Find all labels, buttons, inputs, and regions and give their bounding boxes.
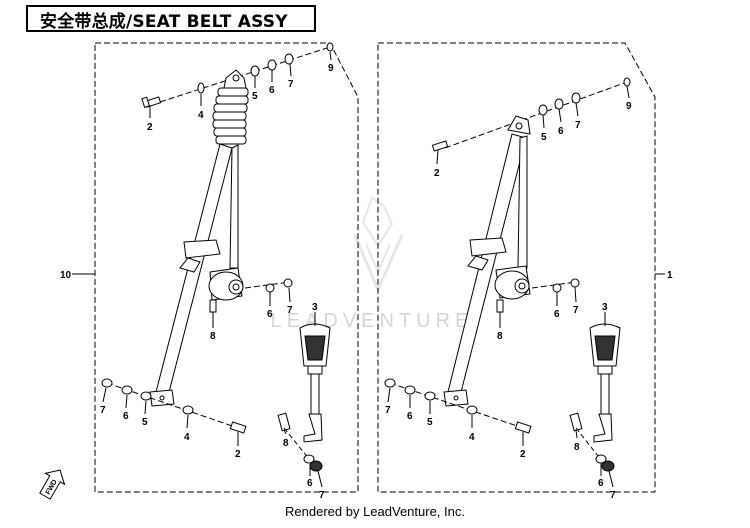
callout-label: 5 bbox=[142, 417, 148, 428]
callout-label: 5 bbox=[252, 91, 258, 102]
footer-credit: Rendered by LeadVenture, Inc. bbox=[285, 504, 465, 519]
callout-label: 7 bbox=[319, 490, 325, 501]
callout-label: 7 bbox=[610, 490, 616, 501]
buckle bbox=[589, 323, 621, 443]
callout-label: 2 bbox=[235, 449, 241, 460]
callout-label: 3 bbox=[312, 302, 318, 313]
retractor bbox=[208, 267, 244, 301]
bolt-icon bbox=[514, 421, 532, 434]
bolt-icon bbox=[229, 421, 247, 434]
callout-label: 2 bbox=[434, 168, 440, 179]
bolt-icon bbox=[569, 412, 583, 432]
assembly-number-left: 10 bbox=[60, 270, 72, 281]
callout-label: 8 bbox=[283, 438, 289, 449]
callout-label: 6 bbox=[307, 478, 313, 489]
callout-label: 6 bbox=[558, 126, 564, 137]
callout-label: 2 bbox=[520, 449, 526, 460]
callout-label: 7 bbox=[287, 305, 293, 316]
callout-label: 6 bbox=[407, 411, 413, 422]
callout-label: 9 bbox=[328, 63, 334, 74]
callout-label: 9 bbox=[626, 101, 632, 112]
assembly-frame-left bbox=[94, 42, 359, 493]
bolt-icon bbox=[141, 96, 162, 109]
callout-label: 4 bbox=[184, 432, 190, 443]
callout-label: 7 bbox=[573, 305, 579, 316]
callout-label: 7 bbox=[385, 405, 391, 416]
bolt-icon bbox=[496, 299, 504, 313]
right-belt-assembly bbox=[384, 77, 631, 472]
callout-label: 6 bbox=[269, 85, 275, 96]
right-callout-labels: 2 5 6 7 9 6 7 8 3 8 6 7 7 6 5 4 2 bbox=[385, 101, 632, 501]
callout-label: 3 bbox=[602, 302, 608, 313]
assembly-frame-right bbox=[377, 42, 656, 493]
callout-label: 6 bbox=[554, 309, 560, 320]
title-box bbox=[26, 5, 316, 32]
callout-label: 8 bbox=[574, 442, 580, 453]
callout-label: 6 bbox=[598, 478, 604, 489]
right-callouts bbox=[387, 85, 630, 488]
callout-label: 4 bbox=[198, 110, 204, 121]
diagram-title: 安全带总成/SEAT BELT ASSY bbox=[40, 12, 288, 32]
callout-label: 6 bbox=[267, 309, 273, 320]
callout-label: 7 bbox=[100, 405, 106, 416]
callout-label: 8 bbox=[210, 331, 216, 342]
callout-label: 4 bbox=[469, 432, 475, 443]
callout-label: 5 bbox=[427, 417, 433, 428]
callout-label: 2 bbox=[147, 122, 153, 133]
callout-label: 7 bbox=[575, 120, 581, 131]
callout-label: 7 bbox=[288, 79, 294, 90]
bolt-icon bbox=[277, 412, 291, 432]
left-belt-assembly bbox=[101, 42, 334, 472]
callout-label: 6 bbox=[123, 411, 129, 422]
pleated-cover bbox=[212, 87, 249, 145]
callout-label: 5 bbox=[541, 132, 547, 143]
left-callout-labels: 2 4 5 6 7 9 6 7 8 3 8 6 7 7 6 5 4 2 bbox=[100, 63, 334, 501]
forward-arrow-icon: FWD bbox=[39, 469, 66, 500]
callout-label: 8 bbox=[497, 331, 503, 342]
buckle bbox=[299, 323, 331, 443]
bolt-icon bbox=[431, 140, 449, 152]
left-callouts bbox=[102, 51, 332, 488]
bolt-icon bbox=[209, 299, 217, 313]
retractor bbox=[494, 265, 531, 300]
assembly-number-right: 1 bbox=[667, 270, 673, 281]
